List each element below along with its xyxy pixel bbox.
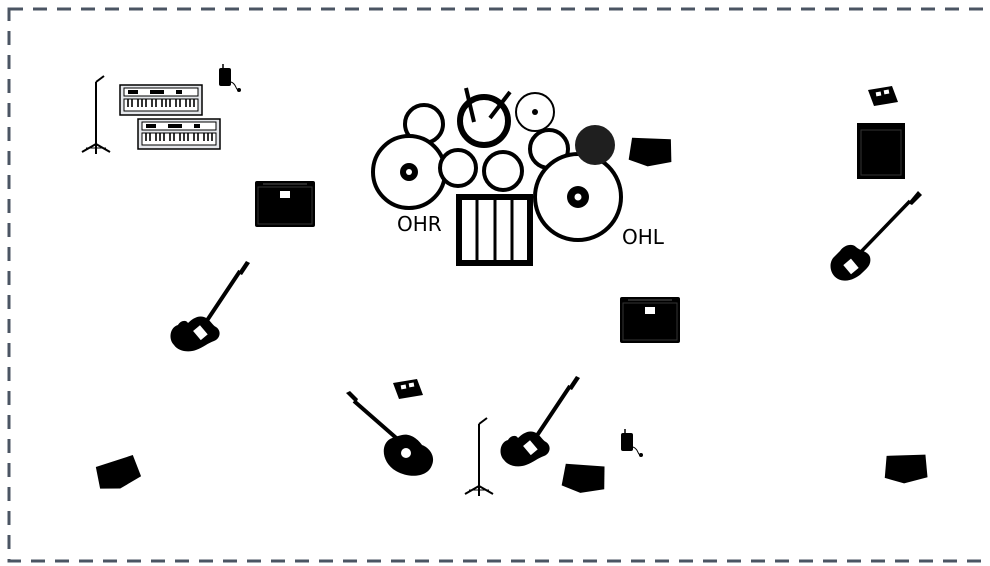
ohr-label: OHR: [397, 212, 442, 236]
floor-monitor-icon: [95, 454, 143, 491]
guitar-amp-icon: [254, 180, 316, 228]
guitar-amp-icon: [619, 296, 681, 344]
electric-guitar-icon: [498, 374, 582, 469]
floor-monitor-icon: [626, 130, 677, 172]
bass-guitar-icon: [830, 191, 922, 281]
electric-guitar-icon: [168, 259, 252, 354]
stage-border: [7, 7, 990, 563]
mic-stand-icon: [464, 417, 494, 497]
keyboard-icon: [137, 118, 221, 150]
in-ear-pack-icon: [218, 63, 242, 93]
pedalboard-icon: [393, 379, 423, 399]
ohl-label: OHL: [622, 225, 665, 249]
floor-monitor-icon: [882, 448, 932, 488]
bass-cabinet-icon: [857, 123, 905, 179]
drum-kit-icon: [371, 87, 623, 266]
acoustic-guitar-icon: [346, 391, 434, 476]
in-ear-pack-icon: [620, 428, 644, 458]
mic-stand-icon: [81, 75, 111, 155]
keyboard-icon: [119, 84, 203, 116]
floor-monitor-icon: [559, 456, 611, 499]
pedalboard-icon: [868, 86, 898, 106]
